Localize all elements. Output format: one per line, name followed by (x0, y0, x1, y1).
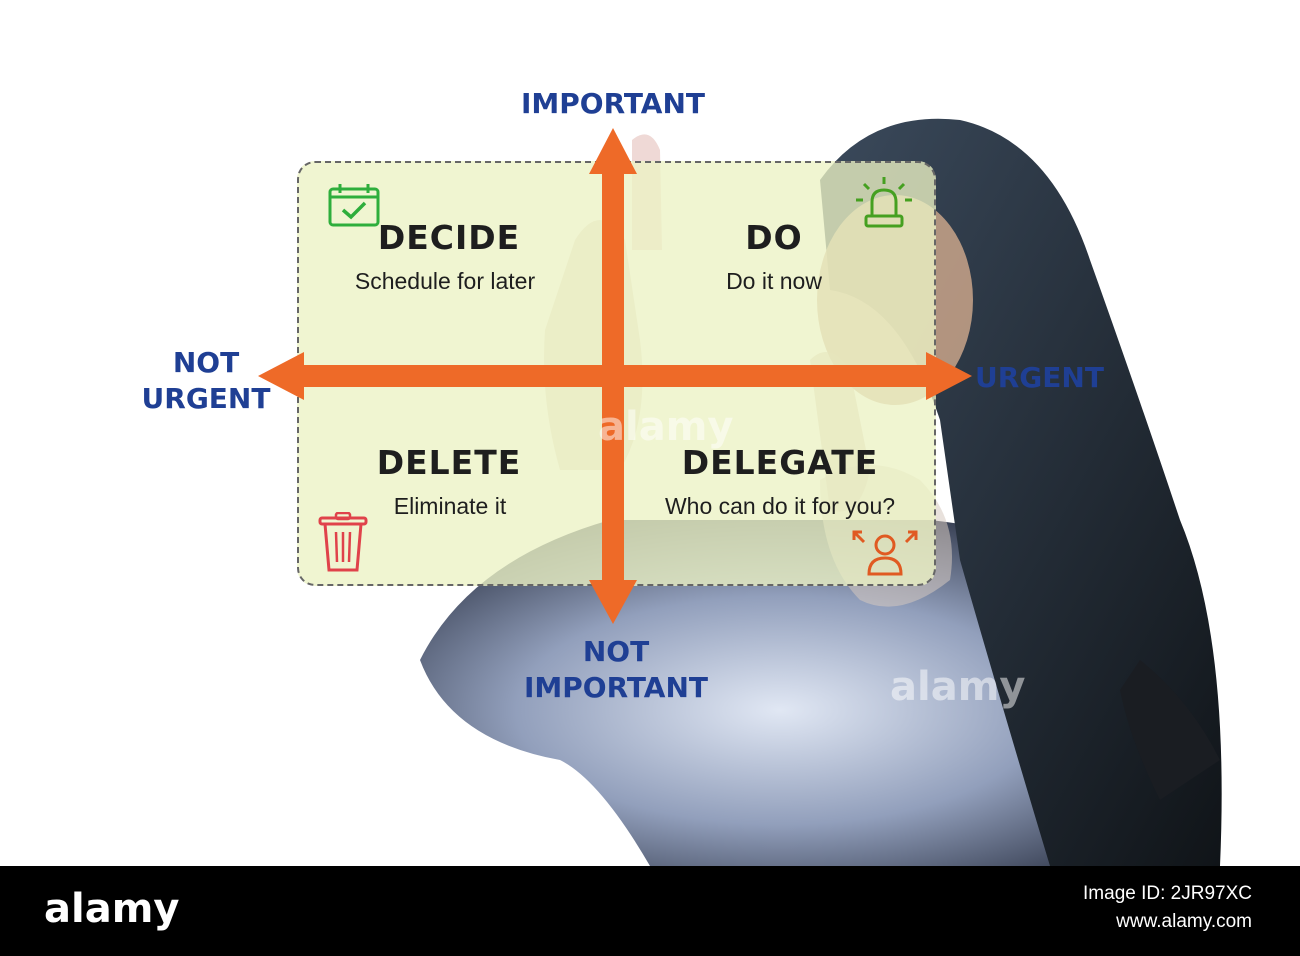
watermark-center: alamy (598, 404, 734, 450)
trash-icon (318, 512, 368, 572)
arrow-head-right (926, 352, 972, 400)
quadrant-decide-title: DECIDE (377, 218, 521, 257)
arrow-head-down (589, 580, 637, 624)
axis-label-urgent: URGENT (975, 361, 1104, 394)
footer-brand-logo: alamy (44, 886, 180, 932)
siren-alarm-icon (856, 177, 912, 228)
arrow-head-up (589, 128, 637, 174)
quadrant-do-subtitle: Do it now (726, 268, 822, 294)
delegate-person-icon (852, 530, 918, 576)
quadrant-decide-subtitle: Schedule for later (354, 268, 536, 294)
footer-info: Image ID: 2JR97XC www.alamy.com (1083, 880, 1252, 936)
axis-label-not-urgent: NOT URGENT (140, 345, 272, 417)
axis-label-not-important-line2: IMPORTANT (523, 671, 709, 704)
footer-bar: alamy Image ID: 2JR97XC www.alamy.com (0, 866, 1300, 956)
horizontal-axis-arrow (300, 365, 935, 387)
quadrant-delete-subtitle: Eliminate it (393, 493, 507, 519)
axis-label-not-urgent-line2: URGENT (141, 382, 271, 415)
axis-label-not-important-line1: NOT (582, 635, 650, 668)
footer-url: www.alamy.com (1116, 911, 1252, 932)
quadrant-delegate-title: DELEGATE (681, 443, 879, 482)
axis-label-not-urgent-line1: NOT (172, 346, 240, 379)
footer-image-id: Image ID: 2JR97XC (1083, 883, 1252, 904)
watermark-right: alamy (890, 664, 1026, 710)
quadrant-delete-title: DELETE (376, 443, 522, 482)
calendar-check-icon (328, 184, 380, 227)
arrow-head-left (258, 352, 304, 400)
axis-label-important: IMPORTANT (520, 87, 706, 120)
axis-label-not-important: NOT IMPORTANT (516, 634, 716, 706)
axis-arrows (258, 128, 972, 624)
quadrant-delegate-subtitle: Who can do it for you? (664, 493, 896, 519)
quadrant-do-title: DO (745, 218, 803, 257)
